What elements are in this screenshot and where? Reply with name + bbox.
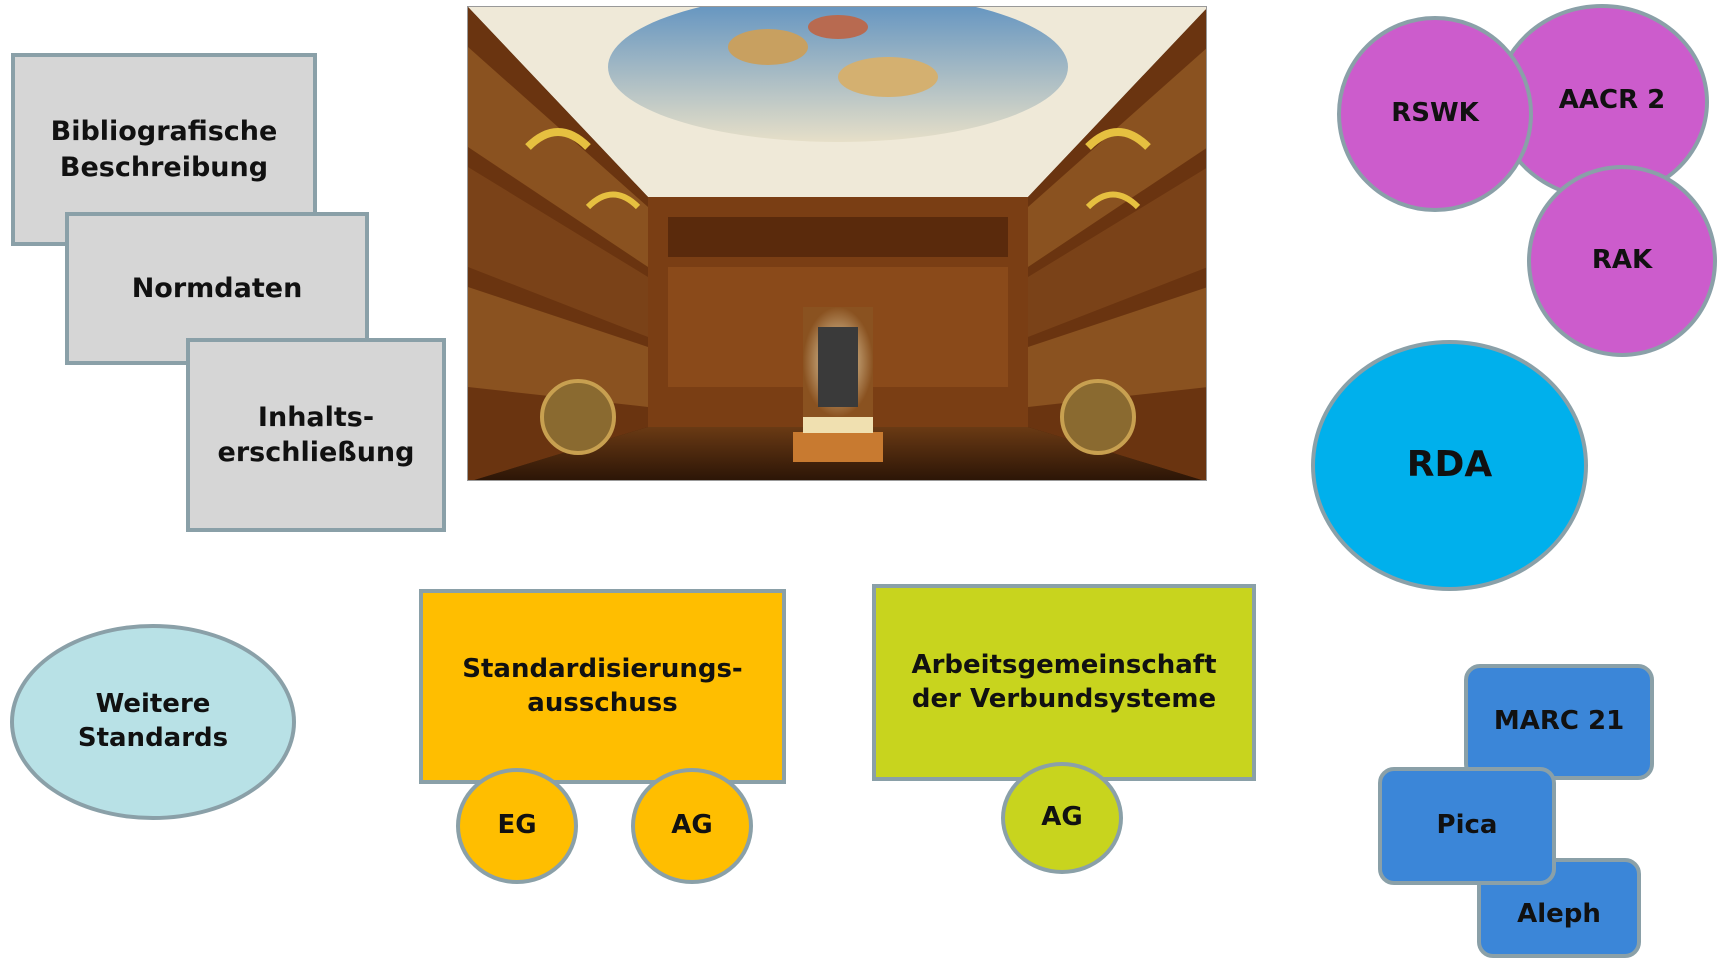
aleph-label: Aleph <box>1517 899 1601 929</box>
ag-label-standardisierung: AG <box>671 810 713 841</box>
ag-label-verbund: AG <box>1041 802 1083 833</box>
pica-box: Pica <box>1378 767 1556 885</box>
rswk-circle: RSWK <box>1337 16 1533 212</box>
eg-circle: EG <box>456 768 578 884</box>
ag-circle-standardisierung: AG <box>631 768 753 884</box>
inhaltserschliessung-box: Inhalts- erschließung <box>186 338 446 532</box>
rda-circle: RDA <box>1311 340 1588 591</box>
library-image <box>467 6 1207 481</box>
inhaltserschliessung-label: Inhalts- erschließung <box>217 401 415 468</box>
pica-label: Pica <box>1436 810 1498 841</box>
rak-circle: RAK <box>1527 165 1717 357</box>
marc21-label: MARC 21 <box>1493 706 1625 737</box>
baroque-library-picture <box>468 7 1206 480</box>
rswk-label: RSWK <box>1391 98 1479 129</box>
arbeitsgemeinschaft-box: Arbeitsgemeinschaft der Verbundsysteme <box>872 584 1256 781</box>
aacr2-label: AACR 2 <box>1558 85 1666 115</box>
weitere-standards-label: Weitere Standards <box>77 689 229 753</box>
standardisierungsausschuss-box: Standardisierungs- ausschuss <box>419 589 786 784</box>
rak-label: RAK <box>1591 245 1653 276</box>
arbeitsgemeinschaft-label: Arbeitsgemeinschaft der Verbundsysteme <box>911 649 1217 714</box>
standardisierungsausschuss-label: Standardisierungs- ausschuss <box>462 653 743 718</box>
ag-circle-verbund: AG <box>1001 762 1123 874</box>
normdaten-label: Normdaten <box>131 272 303 304</box>
eg-label: EG <box>497 810 537 841</box>
bibliografische-beschreibung-label: Bibliografische Beschreibung <box>50 116 278 183</box>
marc21-box: MARC 21 <box>1464 664 1654 780</box>
rda-label: RDA <box>1406 444 1493 486</box>
weitere-standards-ellipse: Weitere Standards <box>10 624 296 820</box>
